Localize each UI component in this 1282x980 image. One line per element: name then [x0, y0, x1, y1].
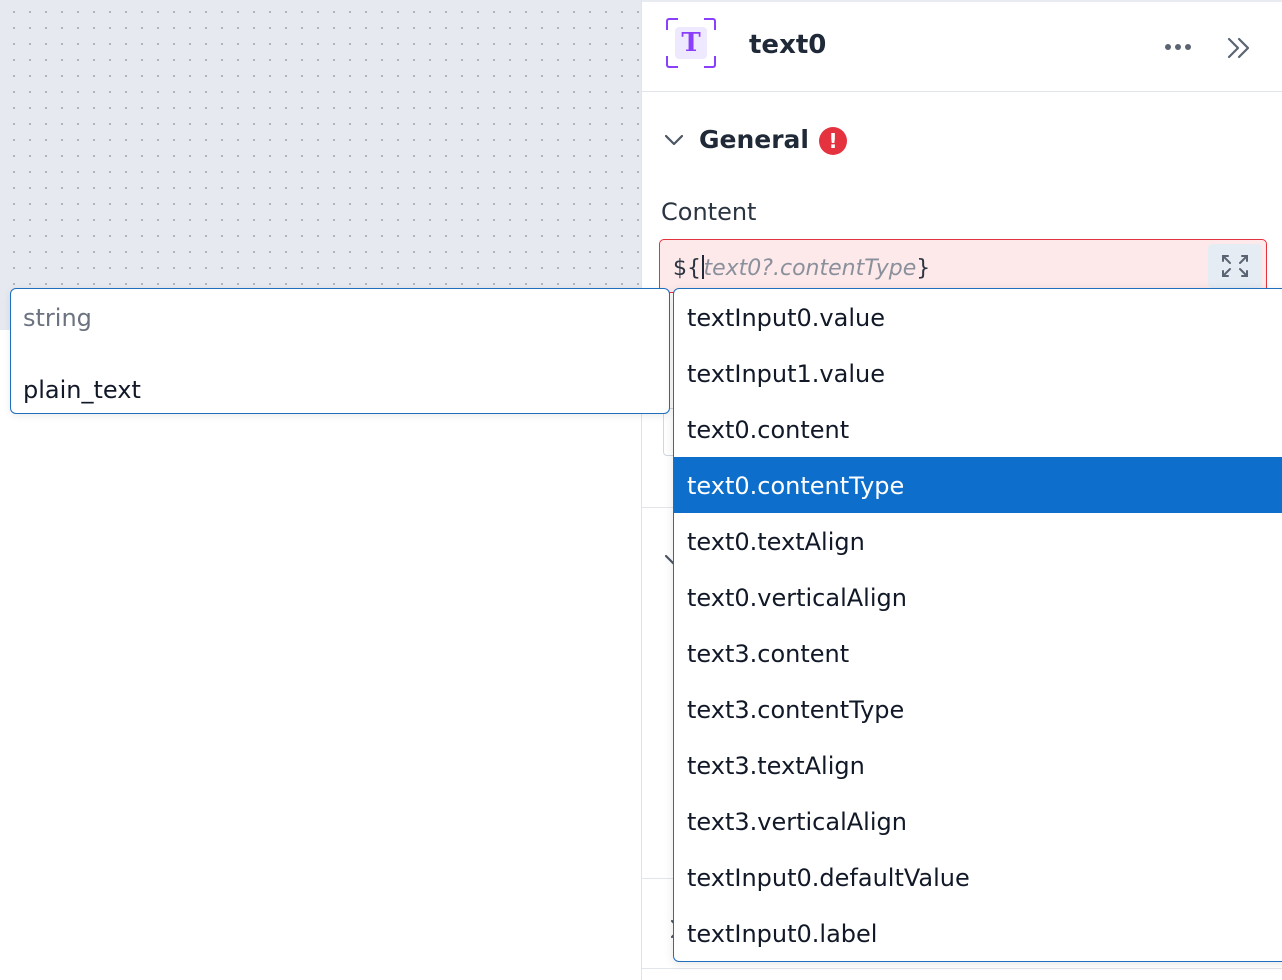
error-icon: ! [819, 127, 847, 155]
autocomplete-item[interactable]: textInput0.label [687, 920, 878, 948]
autocomplete-item[interactable]: text3.content [687, 640, 850, 668]
autocomplete-item[interactable]: text0.textAlign [687, 528, 865, 556]
content-prefix: ${ [673, 256, 701, 281]
chevron-down-icon[interactable] [664, 130, 684, 150]
type-label: string [23, 304, 92, 332]
text-component-icon: T [666, 18, 716, 68]
panel-header: T text0 [642, 0, 1282, 92]
autocomplete-item[interactable]: text3.verticalAlign [687, 808, 907, 836]
content-placeholder: text0?.contentType [703, 256, 917, 281]
content-suffix: } [916, 256, 931, 281]
autocomplete-item[interactable]: text3.contentType [687, 696, 905, 724]
section-title-general[interactable]: General [699, 125, 809, 154]
autocomplete-list[interactable]: textInput0.value textInput1.value text0.co… [673, 288, 1282, 962]
canvas-dot-grid[interactable] [0, 0, 641, 330]
autocomplete-item[interactable]: text3.textAlign [687, 752, 865, 780]
autocomplete-item[interactable]: textInput0.value [687, 304, 885, 332]
autocomplete-item[interactable]: textInput1.value [687, 360, 885, 388]
double-chevron-right-icon[interactable] [1222, 33, 1256, 63]
ellipsis-icon[interactable] [1160, 36, 1196, 58]
expand-icon [1222, 255, 1248, 277]
content-input[interactable]: ${text0?.contentType} [659, 239, 1267, 293]
text-glyph: T [675, 27, 707, 59]
component-name[interactable]: text0 [749, 30, 827, 60]
autocomplete-item[interactable]: text0.contentType [674, 457, 1282, 513]
autocomplete-item[interactable]: text0.content [687, 416, 850, 444]
text-cursor [702, 255, 704, 279]
autocomplete-item[interactable]: text0.verticalAlign [687, 584, 907, 612]
expand-editor-button[interactable] [1208, 244, 1262, 288]
type-hint-tooltip: string plain_text [10, 288, 670, 414]
content-label: Content [661, 198, 757, 226]
type-value: plain_text [23, 376, 141, 404]
autocomplete-item[interactable]: textInput0.defaultValue [687, 864, 970, 892]
canvas-area[interactable] [0, 330, 641, 980]
